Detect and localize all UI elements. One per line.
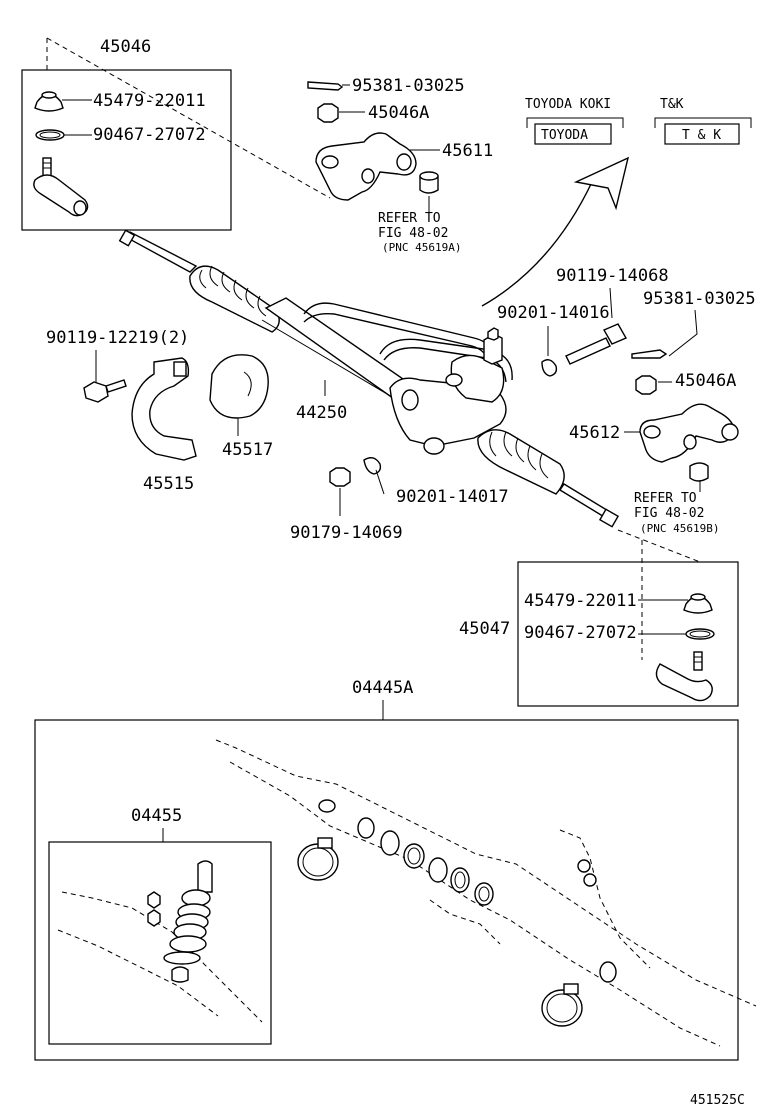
label-90467-top: 90467-27072 — [93, 125, 206, 145]
tie-rod-right-icon — [559, 483, 611, 519]
knuckle-arm-icon — [315, 132, 417, 201]
refer-top-line2: FIG 48-02 — [378, 226, 448, 241]
label-04455: 04455 — [131, 806, 182, 826]
label-90119-12219: 90119-12219(2) — [46, 328, 189, 348]
gasket-kit-04445a: 04445A — [34, 678, 757, 1108]
badge-toyoda: TOYODA — [541, 128, 588, 143]
label-tk: T&K — [660, 97, 684, 112]
kit-box-45047 — [517, 561, 739, 707]
label-44250: 44250 — [296, 403, 347, 423]
seal-ring-icon — [428, 857, 448, 883]
nut-lower-icon — [329, 467, 351, 487]
boot-clamp-right-icon — [541, 983, 583, 1027]
seal-ring-icon — [380, 830, 400, 856]
seal-rings — [318, 799, 617, 983]
seal-ring-icon — [599, 961, 617, 983]
label-45046: 45046 — [100, 37, 151, 57]
knuckle-arm-right: 45046A 45612 REFER TO FIG 48-02 (PNC 456… — [569, 371, 739, 535]
tie-rod-end-kit-left: 45046 45479-22011 90467-27072 — [21, 37, 331, 231]
refer-top-line1: REFER TO — [378, 211, 441, 226]
label-95381-right: 95381-03025 — [643, 289, 756, 309]
manufacturer-variants: TOYODA KOKI TOYODA T&K T & K — [481, 97, 752, 307]
bolt-icon — [565, 323, 627, 365]
label-95381-top: 95381-03025 — [352, 76, 465, 96]
tie-rod-end-right-icon — [655, 651, 713, 702]
seal-ring-icon — [403, 843, 425, 869]
small-nut-icon — [147, 891, 161, 909]
small-nut-icon — [147, 909, 161, 927]
refer-top-line3: (PNC 45619A) — [382, 241, 461, 254]
cotter-pin-icon — [307, 81, 344, 91]
seal-ring-icon — [450, 867, 470, 893]
lower-fasteners: 90201-14017 90179-14069 — [290, 457, 509, 543]
label-90201-14016: 90201-14016 — [497, 303, 610, 323]
label-45046a-right: 45046A — [675, 371, 736, 391]
boot-clamp-left-icon — [297, 837, 339, 881]
label-04445a: 04445A — [352, 678, 413, 698]
kit-box-04445a — [34, 719, 739, 1061]
label-45046a-top: 45046A — [368, 103, 429, 123]
phantom-rack-outline — [215, 739, 757, 1007]
bellow-left-icon — [189, 265, 280, 333]
kit-box-04455 — [48, 841, 272, 1045]
label-45047: 45047 — [459, 619, 510, 639]
tie-rod-end-kit-right: 45047 45479-22011 90467-27072 — [459, 529, 739, 707]
label-45479-top: 45479-22011 — [93, 91, 206, 111]
nut-right-icon — [635, 375, 657, 395]
seal-ring-icon — [583, 873, 597, 887]
gasket-kit-04455: 04455 — [48, 806, 272, 1045]
label-45517: 45517 — [222, 440, 273, 460]
valve-body-icon — [389, 327, 507, 455]
bellow-right-icon — [477, 429, 565, 495]
pin-icon — [631, 349, 668, 359]
seal-ring-icon — [318, 799, 336, 813]
seal-ring-icon — [357, 817, 375, 839]
label-90119-14068: 90119-14068 — [556, 266, 669, 286]
tie-rod-end-icon — [33, 157, 89, 217]
badge-tk: T & K — [682, 128, 721, 143]
toyoda-badge — [534, 123, 612, 145]
label-90467-right: 90467-27072 — [524, 623, 637, 643]
figure-code: 451525C — [690, 1093, 745, 1108]
nut-icon — [317, 103, 339, 123]
label-90179-14069: 90179-14069 — [290, 523, 403, 543]
washer-lower-icon — [363, 457, 382, 475]
knuckle-arm-left: 95381-03025 45046A 45611 REFER TO FIG 48… — [307, 76, 493, 254]
right-top-fasteners: 90119-14068 95381-03025 90201-14016 — [497, 266, 756, 377]
mount-bolt-icon — [83, 379, 127, 403]
label-45479-right: 45479-22011 — [524, 591, 637, 611]
label-toyoda-koki: TOYODA KOKI — [525, 97, 611, 112]
label-90201-14017: 90201-14017 — [396, 487, 509, 507]
bushing-right-icon — [689, 462, 709, 482]
grommet-icon — [209, 354, 269, 419]
steering-rack-assembly: 44250 — [118, 229, 620, 528]
seal-ring-icon — [474, 882, 494, 906]
refer-right-line3: (PNC 45619B) — [640, 522, 719, 535]
tie-rod-left-icon — [122, 231, 198, 273]
seal-ring-icon — [577, 859, 591, 873]
label-45515: 45515 — [143, 474, 194, 494]
refer-right-line2: FIG 48-02 — [634, 506, 704, 521]
mount-parts: 90119-12219(2) 45515 45517 — [46, 328, 273, 494]
spring-stack-icon — [163, 860, 213, 983]
washer-icon — [541, 359, 558, 377]
refer-right-line1: REFER TO — [634, 491, 697, 506]
label-45611: 45611 — [442, 141, 493, 161]
label-45612: 45612 — [569, 423, 620, 443]
curved-arrow-icon — [481, 181, 593, 307]
tk-badge — [664, 123, 740, 145]
bracket-icon — [131, 357, 197, 461]
